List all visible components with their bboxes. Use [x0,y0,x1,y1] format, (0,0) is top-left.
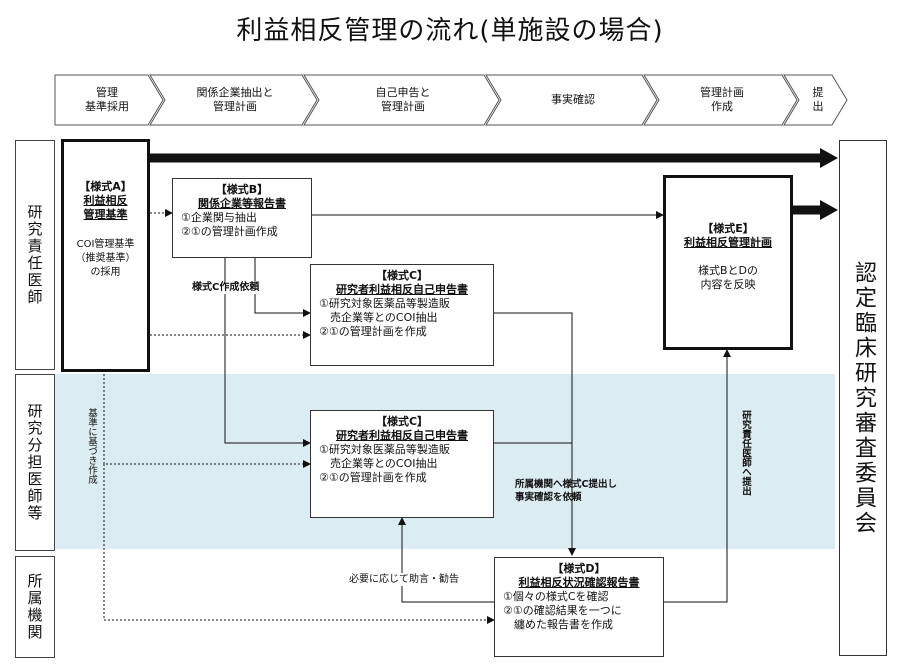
form-c2-title: 研究者利益相反自己申告書 [336,429,468,442]
stage-label-2: 関係企業抽出と 管理計画 [196,86,274,113]
form-d-tag: 【様式D】 [552,562,606,575]
arrow-e-to-committee-head [820,200,838,220]
form-c2-box: 【様式C】 研究者利益相反自己申告書 ①研究対象医薬品等製造販 売企業等とのCO… [310,410,494,518]
arrow-d-to-c2 [398,517,494,603]
stage-chevron-2 [149,74,318,126]
label-advice: 必要に応じて助言・勧告 [347,573,461,586]
form-d-title: 利益相反状況確認報告書 [518,576,640,589]
form-e-desc: 様式BとDの 内容を反映 [697,264,759,291]
form-c1-box: 【様式C】 研究者利益相反自己申告書 ①研究対象医薬品等製造販 売企業等とのCO… [310,264,494,366]
row-label-institution: 所属機関 [15,556,55,658]
stage-chevron-bar [54,74,848,126]
stage-chevron-5 [643,74,798,126]
form-c1-lines: ①研究対象医薬品等製造販 売企業等とのCOI抽出 ②①の管理計画を作成 [319,297,450,338]
stage-chevron-1 [54,74,164,126]
label-submit-request: 所属機関へ様式C提出し 事実確認を依頼 [515,479,617,503]
form-c2-lines: ①研究対象医薬品等製造販 売企業等とのCOI抽出 ②①の管理計画を作成 [319,443,450,484]
page-title: 利益相反管理の流れ(単施設の場合) [236,16,664,46]
form-d-box: 【様式D】 利益相反状況確認報告書 ①個々の様式Cを確認 ②①の確認結果を一つに… [494,557,664,657]
form-d-lines: ①個々の様式Cを確認 ②①の確認結果を一つに 纏めた報告書を作成 [503,590,622,631]
stage-chevron-3 [303,74,500,126]
arrow-d-to-e [664,349,731,603]
stage-label-3: 自己申告と 管理計画 [375,86,431,113]
form-c1-title: 研究者利益相反自己申告書 [336,283,468,296]
arrow-b-to-c1 [254,258,311,317]
form-a-desc: COI管理基準 （推奨基準） の採用 [75,239,136,278]
arrow-a-to-committee-head [820,148,838,168]
stage-chevron-4 [485,74,658,126]
form-e-tag: 【様式E】 [702,222,754,235]
form-a-tag: 【様式A】 [79,180,132,193]
arrow-a-to-c2 [103,374,311,468]
review-committee-box: 認定臨床研究審査委員会 [839,140,887,656]
form-e-title: 利益相反管理計画 [684,236,772,249]
form-b-title: 関係企業等報告書 [198,197,286,210]
form-b-box: 【様式B】 関係企業等報告書 ①企業関与抽出 ②①の管理計画作成 [172,178,312,258]
stage-label-5: 管理計画 作成 [700,86,744,113]
row-label-sub-investigator: 研究分担医師等 [15,374,55,551]
form-b-tag: 【様式B】 [215,183,269,196]
form-e-box: 【様式E】 利益相反管理計画 様式BとDの 内容を反映 [663,175,793,350]
stage-label-6: 提 出 [812,86,824,113]
form-c1-tag: 【様式C】 [375,269,429,282]
arrow-a-to-d [103,464,495,624]
form-a-title: 利益相反 管理基準 [83,194,128,221]
stage-chevron-6 [783,74,848,126]
stage-label-1: 管理 基準採用 [85,86,129,113]
stage-label-4: 事実確認 [551,93,595,106]
label-c-request: 様式C作成依頼 [190,281,262,294]
arrow-b-to-c2 [224,258,311,447]
label-to-investigator: 研究責任医師へ提出 [740,410,751,496]
form-b-lines: ①企業関与抽出 ②①の管理計画作成 [181,211,278,238]
label-based-on-standard: 基準に基づき作成 [86,408,97,484]
form-c2-tag: 【様式C】 [375,415,429,428]
row-label-investigator: 研究責任医師 [15,140,55,370]
arrow-c1-to-d [494,312,576,556]
form-a-box: 【様式A】 利益相反 管理基準 COI管理基準 （推奨基準） の採用 [61,139,150,372]
